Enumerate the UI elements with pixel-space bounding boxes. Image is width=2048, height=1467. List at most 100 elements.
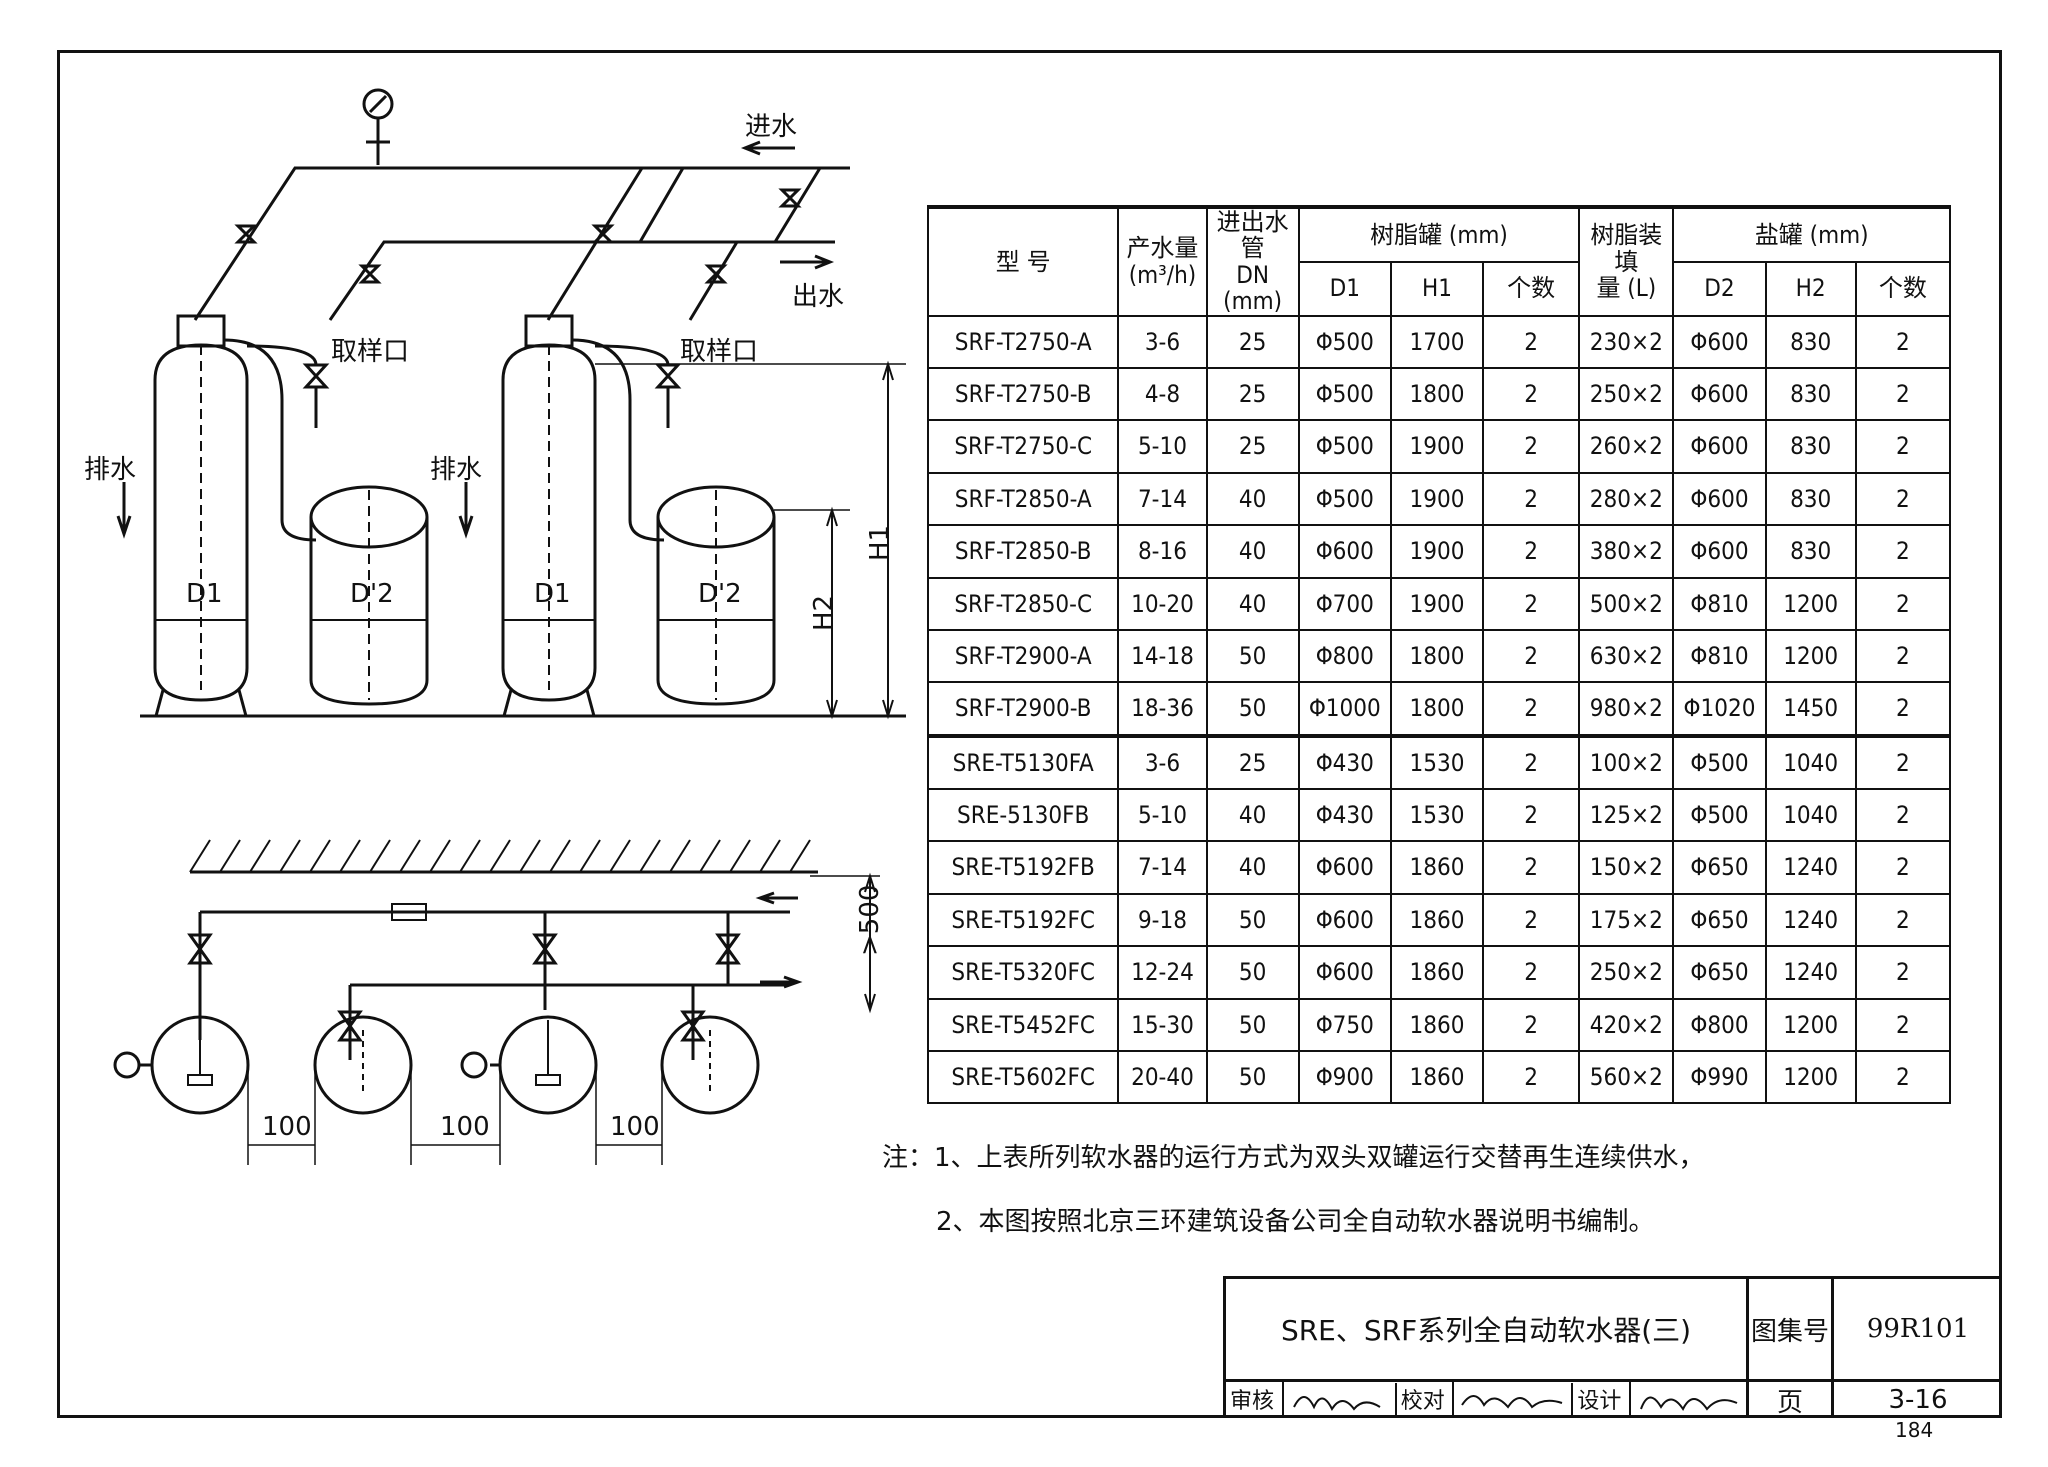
cell-pipe-dn: 50 (1205, 1050, 1300, 1105)
cell-resin-fill: 500×2 (1578, 576, 1675, 631)
check-signature (1452, 1380, 1571, 1417)
cell-resin-fill: 250×2 (1578, 945, 1675, 1000)
clearance-dimension-label: >500 (855, 885, 885, 956)
design-signature (1628, 1380, 1746, 1417)
cell-salt-h2: 1240 (1764, 945, 1857, 1000)
sample-valve-icon (302, 363, 330, 389)
cell-capacity: 7-14 (1117, 840, 1208, 895)
drawing-title: SRE、SRF系列全自动软水器(三) (1280, 1314, 1692, 1347)
cell-model: SRE-T5602FC (926, 1050, 1120, 1105)
flow-meter-icon (391, 903, 427, 921)
cell-salt-h2: 1200 (1764, 576, 1857, 631)
cell-model: SRE-T5320FC (926, 945, 1120, 1000)
cell-salt-d2: Φ650 (1672, 892, 1767, 948)
cell-pipe-dn: 40 (1205, 840, 1300, 895)
cell-resin-count: 2 (1482, 314, 1581, 369)
header-capacity: 产水量(m³/h) (1117, 205, 1208, 317)
cell-resin-d1: Φ600 (1297, 524, 1392, 579)
d1-label: D1 (534, 579, 571, 609)
cell-capacity: 14-18 (1117, 628, 1208, 684)
cell-capacity: 3-6 (1117, 733, 1208, 791)
cell-resin-h1: 1860 (1389, 1050, 1485, 1105)
page-label: 页 (1776, 1387, 1803, 1418)
atlas-number: 99R101 (1866, 1314, 1970, 1344)
cell-salt-h2: 1240 (1764, 892, 1857, 948)
cell-pipe-dn: 25 (1205, 419, 1300, 474)
valve-icon (337, 1010, 363, 1042)
cell-resin-d1: Φ430 (1297, 733, 1392, 791)
drain-port-icon (113, 1051, 141, 1079)
h2-dimension-label: H2 (809, 595, 839, 631)
cell-salt-d2: Φ600 (1672, 366, 1767, 422)
cell-pipe-dn: 50 (1205, 628, 1300, 684)
cell-salt-count: 2 (1854, 1050, 1952, 1105)
header-d2: D2 (1672, 260, 1767, 317)
valve-icon (532, 933, 558, 965)
note-2: 2、本图按照北京三环建筑设备公司全自动软水器说明书编制。 (936, 1207, 1655, 1237)
cell-salt-d2: Φ800 (1672, 997, 1767, 1053)
notes: 注：1、上表所列软水器的运行方式为双头双罐运行交替再生连续供水， 2、本图按照北… (882, 1126, 1705, 1254)
cell-resin-h1: 1700 (1389, 314, 1485, 369)
cell-resin-d1: Φ900 (1297, 1050, 1392, 1105)
cell-capacity: 15-30 (1117, 997, 1208, 1053)
cell-resin-fill: 380×2 (1578, 524, 1675, 579)
header-h1: H1 (1389, 260, 1485, 317)
valve-icon (187, 933, 213, 965)
cell-pipe-dn: 40 (1205, 788, 1300, 843)
header-d1: D1 (1297, 260, 1392, 317)
cell-salt-h2: 1040 (1764, 733, 1857, 791)
cell-capacity: 3-6 (1117, 314, 1208, 369)
cell-salt-count: 2 (1854, 314, 1952, 369)
cell-resin-count: 2 (1482, 681, 1581, 737)
cell-salt-h2: 1040 (1764, 788, 1857, 843)
cell-salt-d2: Φ810 (1672, 576, 1767, 631)
cell-resin-count: 2 (1482, 524, 1581, 579)
handwritten-signature (1292, 1395, 1381, 1411)
d2-label: D'2 (698, 579, 742, 609)
valve-icon (704, 264, 728, 284)
cell-resin-fill: 175×2 (1578, 892, 1675, 948)
cell-model: SRF-T2850-A (926, 471, 1120, 527)
cell-resin-h1: 1530 (1389, 788, 1485, 843)
cell-salt-h2: 830 (1764, 314, 1857, 369)
cell-resin-h1: 1900 (1389, 471, 1485, 527)
cell-resin-count: 2 (1482, 576, 1581, 631)
cell-salt-d2: Φ650 (1672, 945, 1767, 1000)
valve-icon (358, 264, 382, 284)
cell-capacity: 20-40 (1117, 1050, 1208, 1105)
drain-port-icon (460, 1051, 488, 1079)
cell-pipe-dn: 40 (1205, 576, 1300, 631)
resin-tank (153, 343, 249, 702)
cell-salt-d2: Φ600 (1672, 471, 1767, 527)
valve-icon (591, 224, 615, 244)
cell-salt-count: 2 (1854, 524, 1952, 579)
cell-salt-h2: 1450 (1764, 681, 1857, 737)
page-number: 3-16 (1888, 1385, 1948, 1415)
h1-dimension-label: H1 (865, 525, 895, 561)
cell-resin-d1: Φ800 (1297, 628, 1392, 684)
cell-salt-count: 2 (1854, 733, 1952, 791)
cell-resin-d1: Φ600 (1297, 945, 1392, 1000)
resin-tank (501, 343, 597, 702)
cell-salt-count: 2 (1854, 628, 1952, 684)
cell-resin-fill: 630×2 (1578, 628, 1675, 684)
cell-resin-fill: 260×2 (1578, 419, 1675, 474)
header-salt-tank: 盐罐 (mm) (1672, 205, 1951, 263)
control-valve-head (176, 314, 226, 348)
cell-capacity: 12-24 (1117, 945, 1208, 1000)
cell-resin-fill: 250×2 (1578, 366, 1675, 422)
cell-resin-h1: 1530 (1389, 733, 1485, 791)
review-signature (1281, 1380, 1395, 1417)
cell-resin-count: 2 (1482, 840, 1581, 895)
cell-resin-count: 2 (1482, 997, 1581, 1053)
cell-salt-d2: Φ990 (1672, 1050, 1767, 1105)
note-1: 注：1、上表所列软水器的运行方式为双头双罐运行交替再生连续供水， (882, 1143, 1705, 1173)
cell-salt-count: 2 (1854, 997, 1952, 1053)
cell-resin-d1: Φ600 (1297, 892, 1392, 948)
